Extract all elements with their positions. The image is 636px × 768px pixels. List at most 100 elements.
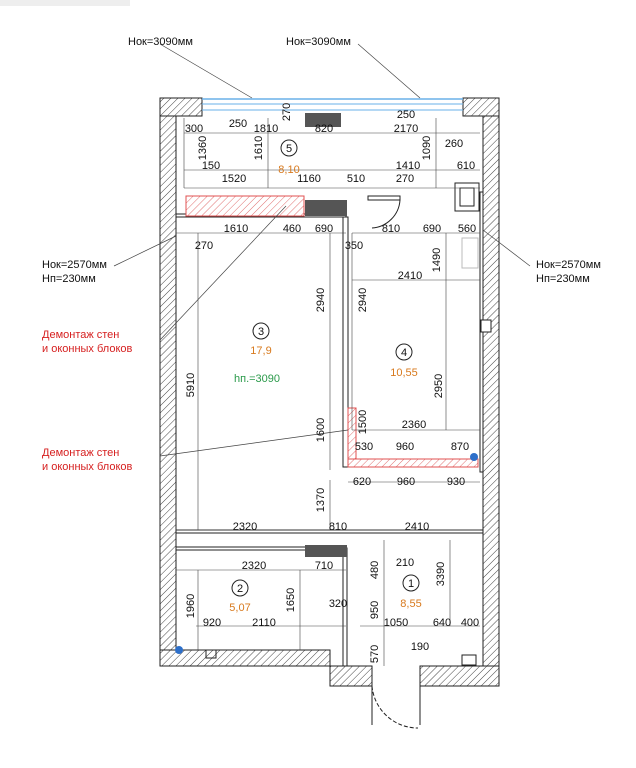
dim-1090: 1090 [421,136,433,160]
dim-960-b: 960 [397,476,415,488]
dim-810-b: 810 [329,521,347,533]
dim-270-mid: 270 [396,173,414,185]
dim-3390: 3390 [435,562,447,586]
dim-950: 950 [369,601,381,619]
dim-810-a: 810 [382,223,400,235]
dim-2320-b: 2320 [242,560,266,572]
dim-460: 460 [283,223,301,235]
dim-1370: 1370 [315,488,327,512]
demolish-note-2-line1: Демонтаж стен [42,447,119,459]
sink-icon-bl [205,649,217,659]
dim-2110: 2110 [252,617,276,629]
columns [305,113,347,557]
ceiling-height-label: hп.=3090 [234,373,280,385]
riser-box [461,237,479,269]
dim-1610-h: 1610 [224,223,248,235]
room-4-marker: 4 10,55 [390,343,418,379]
dim-960-a: 960 [396,441,414,453]
dim-300: 300 [185,123,203,135]
svg-text:5,07: 5,07 [229,602,250,614]
dim-690-a: 690 [315,223,333,235]
dim-1600: 1600 [315,418,327,442]
vent-shaft [454,182,480,212]
svg-text:8,10: 8,10 [278,164,299,176]
dim-150: 150 [202,160,220,172]
dim-710: 710 [315,560,333,572]
dim-1410: 1410 [396,160,420,172]
demolish-note-1-line1: Демонтаж стен [42,329,119,341]
right-window-ok-label: Нок=2570мм [536,259,601,271]
demolish-note-1-line2: и оконных блоков [42,343,133,355]
dim-640: 640 [433,617,451,629]
dim-870: 870 [451,441,469,453]
top-edge-strip [0,0,130,6]
dim-400: 400 [461,617,479,629]
entrance-door [371,685,421,729]
dim-2170: 2170 [394,123,418,135]
dim-2360: 2360 [402,419,426,431]
dim-2410-b: 2410 [405,521,429,533]
leader-lines [113,43,531,457]
svg-text:3: 3 [258,326,264,338]
svg-text:1: 1 [408,578,414,590]
dimension-labels: 250 300 250 1810 820 2170 260 150 1410 6… [185,103,479,663]
dim-1160: 1160 [297,173,321,185]
dim-820: 820 [315,123,333,135]
corridor-door [367,195,401,229]
dim-1810: 1810 [254,123,278,135]
dim-930: 930 [447,476,465,488]
small-niche [480,319,492,333]
left-window-ok-label: Нок=2570мм [42,259,107,271]
top-right-window-label: Нок=3090мм [286,36,351,48]
dim-570: 570 [369,645,381,663]
room-2-marker: 2 5,07 [229,579,251,614]
dim-2940-a: 2940 [315,288,327,312]
svg-text:8,55: 8,55 [400,598,421,610]
dim-210: 210 [396,557,414,569]
dim-2940-b: 2940 [357,288,369,312]
dim-320: 320 [329,598,347,610]
room-1-marker: 1 8,55 [400,574,422,610]
outer-walls [159,97,500,687]
dim-190: 190 [411,641,429,653]
dim-270-top: 270 [281,103,293,121]
dim-2320-a: 2320 [233,521,257,533]
left-window-np-label: Нп=230мм [42,273,96,285]
dim-610: 610 [457,160,475,172]
right-window-np-label: Нп=230мм [536,273,590,285]
svg-text:17,9: 17,9 [250,345,271,357]
dim-2410-a: 2410 [398,270,422,282]
dim-510: 510 [347,173,365,185]
dim-560: 560 [458,223,476,235]
dim-1500: 1500 [357,410,369,434]
dim-250-top: 250 [397,109,415,121]
demolish-note-2-line2: и оконных блоков [42,461,133,473]
demolished-walls [185,195,479,468]
room-5-marker: 5 8,10 [278,139,300,176]
dim-1050: 1050 [384,617,408,629]
sink-icon [461,654,477,666]
dim-350: 350 [345,240,363,252]
riser-pipe-icon-bl [175,646,183,654]
dim-530: 530 [355,441,373,453]
dim-1610-v: 1610 [253,136,265,160]
dim-5910: 5910 [185,373,197,397]
dim-250-left: 250 [229,118,247,130]
dim-260: 260 [445,138,463,150]
dim-480: 480 [369,561,381,579]
dim-1650: 1650 [285,588,297,612]
dim-2950: 2950 [433,374,445,398]
dim-920: 920 [203,617,221,629]
dim-1520: 1520 [222,173,246,185]
dim-620: 620 [353,476,371,488]
svg-text:5: 5 [286,143,292,155]
top-window [202,98,463,111]
room-3-marker: 3 17,9 [250,322,272,357]
dimension-lines [176,118,480,666]
riser-pipe-icon [470,453,478,461]
dim-1490: 1490 [431,248,443,272]
dim-1960: 1960 [185,594,197,618]
dim-690-b: 690 [423,223,441,235]
svg-text:2: 2 [237,583,243,595]
